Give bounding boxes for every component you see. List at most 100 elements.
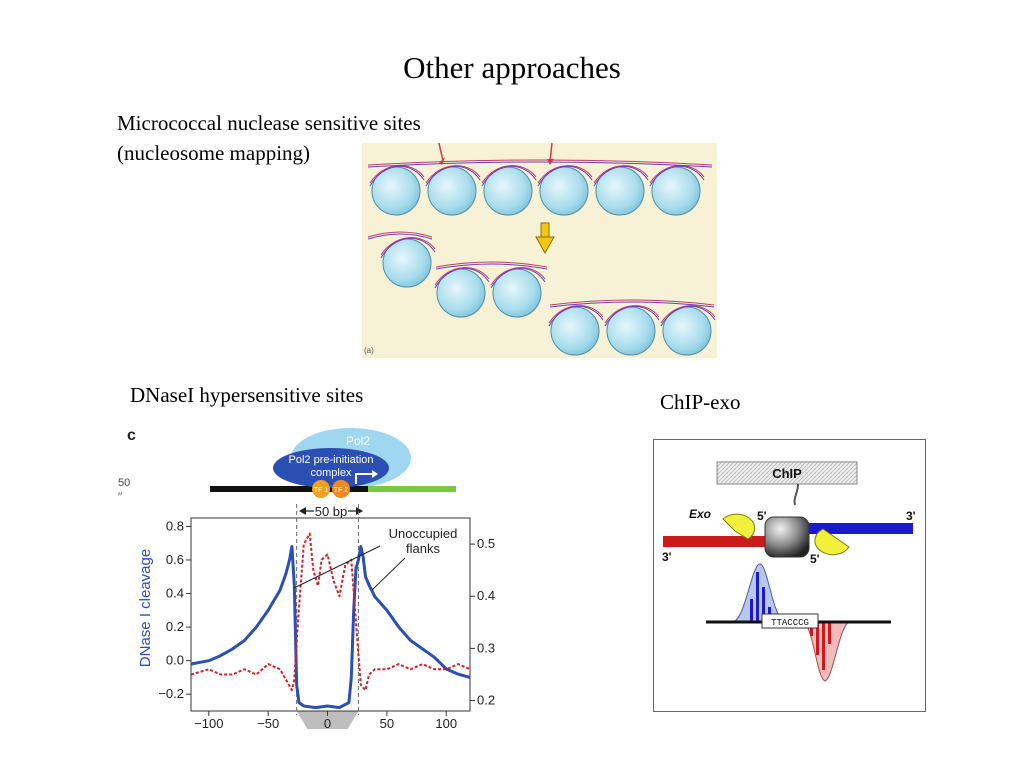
exo-label: Exo xyxy=(689,507,711,521)
mnase-label-line2: (nucleosome mapping) xyxy=(117,141,311,165)
reverse-read-bar xyxy=(822,622,825,670)
span-label-bg xyxy=(314,504,348,518)
reverse-read-bar xyxy=(816,622,819,655)
dnase-label: DNaseI hypersensitive sites xyxy=(130,383,364,407)
linker-dna xyxy=(367,233,433,240)
panel-tag: (a) xyxy=(364,346,374,355)
cut-arrow xyxy=(438,143,444,162)
panel-letter: c xyxy=(127,427,136,444)
dna-strand-top xyxy=(771,523,913,534)
dna-wrap xyxy=(369,165,425,187)
motif-box xyxy=(761,613,819,629)
y-left-tick-label: 0.0 xyxy=(166,653,184,668)
dna-wrap xyxy=(434,267,490,289)
span-arrow-right xyxy=(356,507,363,515)
forward-read-bar xyxy=(750,599,753,622)
nucleosome-diagram: (a) xyxy=(362,143,717,358)
cut-arrow-head xyxy=(439,157,445,165)
series-line-red xyxy=(190,532,471,692)
pic-label-line2: complex xyxy=(311,467,352,479)
tf1-label: TF 1 xyxy=(314,487,328,494)
dna-wrap xyxy=(548,305,604,324)
three-prime-top: 3' xyxy=(906,509,916,523)
dnase-figure: c 50 ′′ Pol2 Pol2 pre-initiation complex… xyxy=(118,427,495,730)
preinitiation-complex xyxy=(273,448,389,488)
five-prime-bottom: 5' xyxy=(810,552,820,566)
linker-dna xyxy=(549,301,715,308)
y-axis-label: DNase I cleavage xyxy=(137,549,154,667)
chipexo-diagram: ChIP Exo 5' 5' 3' 3' TTACCCG xyxy=(653,439,926,712)
chip-label: ChIP xyxy=(772,466,802,481)
dna-wrap xyxy=(593,165,649,184)
edge-fragment: 50 xyxy=(118,477,130,489)
dna-wrap xyxy=(481,165,537,187)
linker-dna xyxy=(435,263,548,270)
dna-wrap xyxy=(380,237,436,259)
three-prime-bottom: 3' xyxy=(662,550,672,564)
dna-wrap xyxy=(380,237,436,256)
annotation-pointer xyxy=(371,557,406,591)
dna-strand-bottom xyxy=(663,536,805,547)
reverse-peak xyxy=(802,621,850,682)
exo-enzyme-left xyxy=(722,513,756,540)
dna-wrap xyxy=(425,165,481,187)
dna-wrap xyxy=(425,165,481,184)
dna-line-right xyxy=(368,486,456,492)
linker-dna xyxy=(549,299,715,306)
mnase-label-line1: Micrococcal nuclease sensitive sites xyxy=(117,111,421,135)
forward-read-bar xyxy=(762,587,765,622)
tf1-circle xyxy=(312,480,330,498)
dna-wrap xyxy=(490,267,546,289)
motif-label: TTACCCG xyxy=(771,618,809,628)
pol2-label: Pol2 xyxy=(346,434,370,448)
dna-line-left xyxy=(210,486,390,492)
dna-wrap xyxy=(548,305,604,327)
dna-wrap xyxy=(649,165,705,187)
antibody-tether xyxy=(793,483,799,506)
dna-wrap xyxy=(490,267,546,286)
dna-wrap xyxy=(369,165,425,184)
tss-arrow-icon xyxy=(355,473,372,484)
reverse-read-bar xyxy=(810,622,813,636)
dna-wrap xyxy=(660,305,716,324)
x-tick-label: 0 xyxy=(324,716,331,730)
linker-dna xyxy=(367,231,433,238)
y-left-tick-label: 0.6 xyxy=(166,552,184,567)
linker-dna xyxy=(435,261,548,268)
tf2-circle xyxy=(332,480,350,498)
dna-wrap xyxy=(434,267,490,286)
exo-enzyme-right xyxy=(814,528,850,556)
dna-wrap xyxy=(593,165,649,187)
dna-wrap xyxy=(660,305,716,327)
y-right-tick-label: 0.2 xyxy=(477,693,495,708)
dna-wrap xyxy=(604,305,660,324)
dna-wrap xyxy=(649,165,705,184)
dna-wrap xyxy=(537,165,593,184)
pic-label-line1: Pol2 pre-initiation xyxy=(289,454,374,466)
span-arrow-left xyxy=(299,507,306,515)
y-right-tick-label: 0.3 xyxy=(477,640,495,655)
chart-series xyxy=(190,532,471,710)
y-right-tick-label: 0.5 xyxy=(477,536,495,551)
x-tick-label: 100 xyxy=(435,716,457,730)
annotation-line2: flanks xyxy=(406,541,440,556)
y-right-tick-label: 0.4 xyxy=(477,588,495,603)
five-prime-top: 5' xyxy=(757,509,767,523)
cut-arrow xyxy=(549,143,553,162)
dna-wrap xyxy=(481,165,537,184)
y-left-tick-label: 0.8 xyxy=(166,518,184,533)
x-tick-label: −50 xyxy=(257,716,279,730)
linker-dna xyxy=(367,159,713,166)
x-tick-label: −100 xyxy=(194,716,223,730)
tf2-label: TF 2 xyxy=(334,487,348,494)
series-line-blue xyxy=(190,545,471,710)
chipexo-label: ChIP-exo xyxy=(660,390,741,414)
chip-antibody-box xyxy=(716,461,858,485)
down-arrow-icon xyxy=(535,222,555,255)
nucleosome-array xyxy=(367,159,716,356)
panel-frame xyxy=(653,439,926,712)
span-label: 50 bp xyxy=(315,504,348,519)
dna-wrap xyxy=(537,165,593,187)
reverse-read-bar xyxy=(828,622,831,644)
